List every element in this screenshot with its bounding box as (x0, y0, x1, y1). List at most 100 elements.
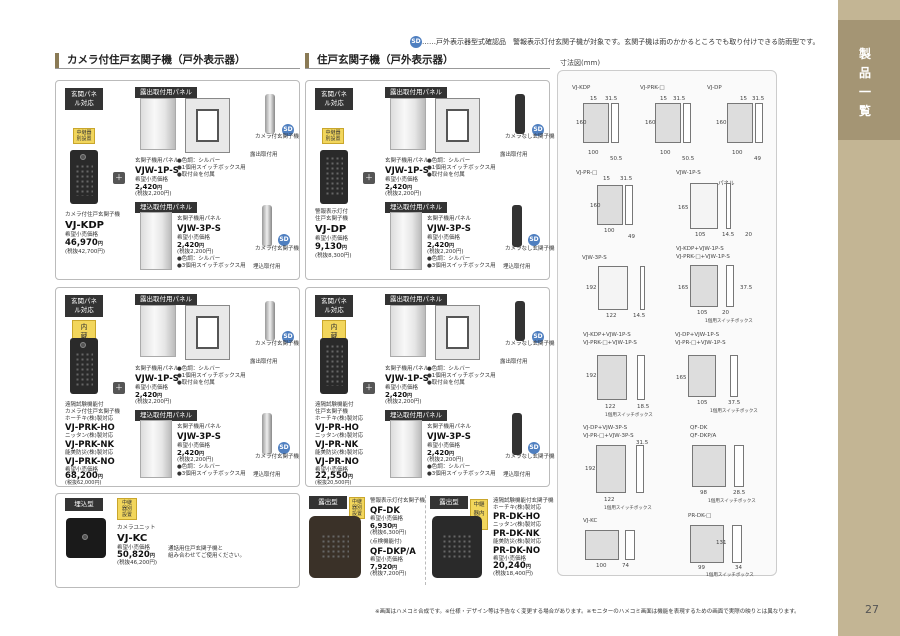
mount-exposed-label: 露出取付用 (500, 359, 528, 365)
sd-badge-icon: SD (278, 234, 290, 246)
footer-note: ※画面はハメコミ合成です。※仕様・デザイン等は予告なく変更する場合があります。※… (375, 609, 800, 615)
intercom-device-image (70, 150, 98, 204)
dim-drawing (690, 525, 724, 563)
dim-drawing (625, 530, 635, 560)
p1-price: 2,420円 (385, 391, 413, 399)
dim-drawing (726, 265, 734, 307)
dim-drawing (734, 445, 744, 487)
p3-box: ●3個用スイッチボックス用 (177, 471, 246, 477)
p3-label: 玄関子機用パネル (427, 216, 472, 222)
product-label: 遠隔試験機能付玄関子機 (493, 498, 554, 504)
product-label: 警報表示灯付玄関子機 (370, 498, 426, 504)
dim-drawing (583, 103, 609, 143)
p1-label: 玄関子機用パネル (135, 158, 180, 164)
p1-color: ●色調：シルバー (427, 158, 471, 164)
p1-tax: (税抜2,200円) (135, 399, 172, 405)
dim-num: 100 (732, 150, 743, 156)
p3-tax: (税抜2,200円) (177, 249, 214, 255)
dim-drawing (625, 185, 633, 225)
intercom-device-image (320, 150, 348, 204)
dim-label: VJ-PR-□+VJW-3P-S (583, 433, 634, 439)
p1-box: ●1個用スイッチボックス用 (427, 165, 496, 171)
maker-label: ホーチキ(株)製対応 (493, 505, 542, 511)
dim-num: 192 (585, 466, 596, 472)
p1-box: ●1個用スイッチボックス用 (177, 373, 246, 379)
list-price-label: 希望小売価格 (370, 516, 404, 522)
product-price: 22,550円 (315, 471, 353, 481)
product-tax: (税抜18,400円) (493, 571, 534, 577)
p3-tax: (税抜2,200円) (177, 457, 214, 463)
p3-color: ●色調：シルバー (177, 464, 221, 470)
p3-price-label: 希望小売価格 (427, 235, 461, 241)
product-model: VJ-PR-HO (315, 423, 359, 433)
dim-drawing (683, 103, 691, 143)
dim-num: 122 (604, 497, 615, 503)
legend: SD……戸外表示器型式確認品 警報表示灯付玄関子機が対象です。玄関子機は雨のかか… (410, 36, 819, 48)
product-model: VJ-PRK-NO (65, 457, 115, 467)
cam-no-label: カメラなし玄関子機 (505, 246, 555, 252)
side-view-image (515, 301, 525, 341)
list-price-label: 希望小売価格 (117, 545, 151, 551)
dim-num: 131 (716, 540, 727, 546)
dim-label: VJ-KC (583, 518, 598, 524)
panel-tag: 玄関パネル対応 (65, 295, 103, 317)
dim-num: 98 (700, 490, 707, 496)
p3-color: ●色調：シルバー (427, 464, 471, 470)
dim-num: 105 (695, 232, 706, 238)
cam-no-label: カメラなし玄関子機 (505, 134, 555, 140)
p1-price: 2,420円 (135, 391, 163, 399)
product-model: PR-DK-NK (493, 529, 540, 539)
dim-num: 31.5 (636, 440, 649, 446)
p1-model: VJW-1P-S (135, 374, 179, 384)
mount-exposed-label: 露出取付用 (250, 152, 278, 158)
product-model: VJ-PR-NK (315, 440, 359, 450)
dim-drawing (636, 445, 644, 493)
panel-image (390, 305, 426, 357)
camera-lens-icon (82, 534, 88, 540)
dim-num: 100 (596, 563, 607, 569)
p1-stand: ●取付台を付属 (177, 172, 215, 178)
panel-image (140, 420, 172, 478)
speaker-grid (442, 534, 472, 560)
speaker-grid (75, 352, 93, 386)
plus-icon: ＋ (363, 172, 375, 184)
cam-no-label: カメラなし玄関子機 (505, 341, 555, 347)
dim-label: 1個用スイッチボックス (706, 573, 754, 578)
dim-num: 160 (576, 120, 587, 126)
kc-note: 組み合わせてご使用ください。 (168, 553, 246, 559)
cam-yes-label: カメラ付玄関子機 (255, 341, 300, 347)
dim-num: 31.5 (620, 176, 633, 182)
product-label: カメラ付住戸玄関子機 (65, 409, 121, 415)
side-band-accent (838, 20, 900, 140)
section-title-left: カメラ付住戸玄関子機（戸外表示器） (55, 53, 246, 68)
list-price-label: 希望小売価格 (315, 236, 349, 242)
dim-num: 31.5 (673, 96, 686, 102)
p1-model: VJW-1P-S (385, 374, 429, 384)
product-label: 住戸玄関子機 (315, 409, 349, 415)
dim-num: 100 (604, 228, 615, 234)
dim-num: 20 (722, 310, 729, 316)
list-price-label: 希望小売価格 (315, 467, 349, 473)
p3-label: 玄関子機用パネル (427, 424, 472, 430)
exterior-device-image (309, 516, 361, 578)
section-rule-left (55, 68, 300, 69)
dim-label: 1個用スイッチボックス (604, 506, 652, 511)
product-model: QF-DKP/A (370, 547, 416, 557)
dim-drawing (688, 355, 716, 397)
product-model: VJ-DP (315, 224, 347, 235)
dim-num: 14.5 (722, 232, 735, 238)
dim-num: 34 (735, 565, 742, 571)
dim-label: VJ-DP+VJW-1P-S (675, 332, 720, 338)
exterior-device-image (432, 516, 482, 578)
p3-model: VJW-3P-S (177, 432, 221, 442)
product-tax: (税抜46,200円) (117, 560, 158, 566)
maker-label: ホーチキ(株)製対応 (65, 416, 114, 422)
section-rule-right (305, 68, 550, 69)
exposed-type-tag: 露出型 (430, 496, 468, 509)
product-price: 50,820円 (117, 550, 155, 560)
p1-label: 玄関子機用パネル (385, 366, 430, 372)
p3-price: 2,420円 (427, 241, 455, 249)
flush-panel-tag: 埋込取付用パネル (135, 202, 197, 213)
divider (425, 495, 426, 585)
mount-exposed-label: 露出取付用 (250, 359, 278, 365)
